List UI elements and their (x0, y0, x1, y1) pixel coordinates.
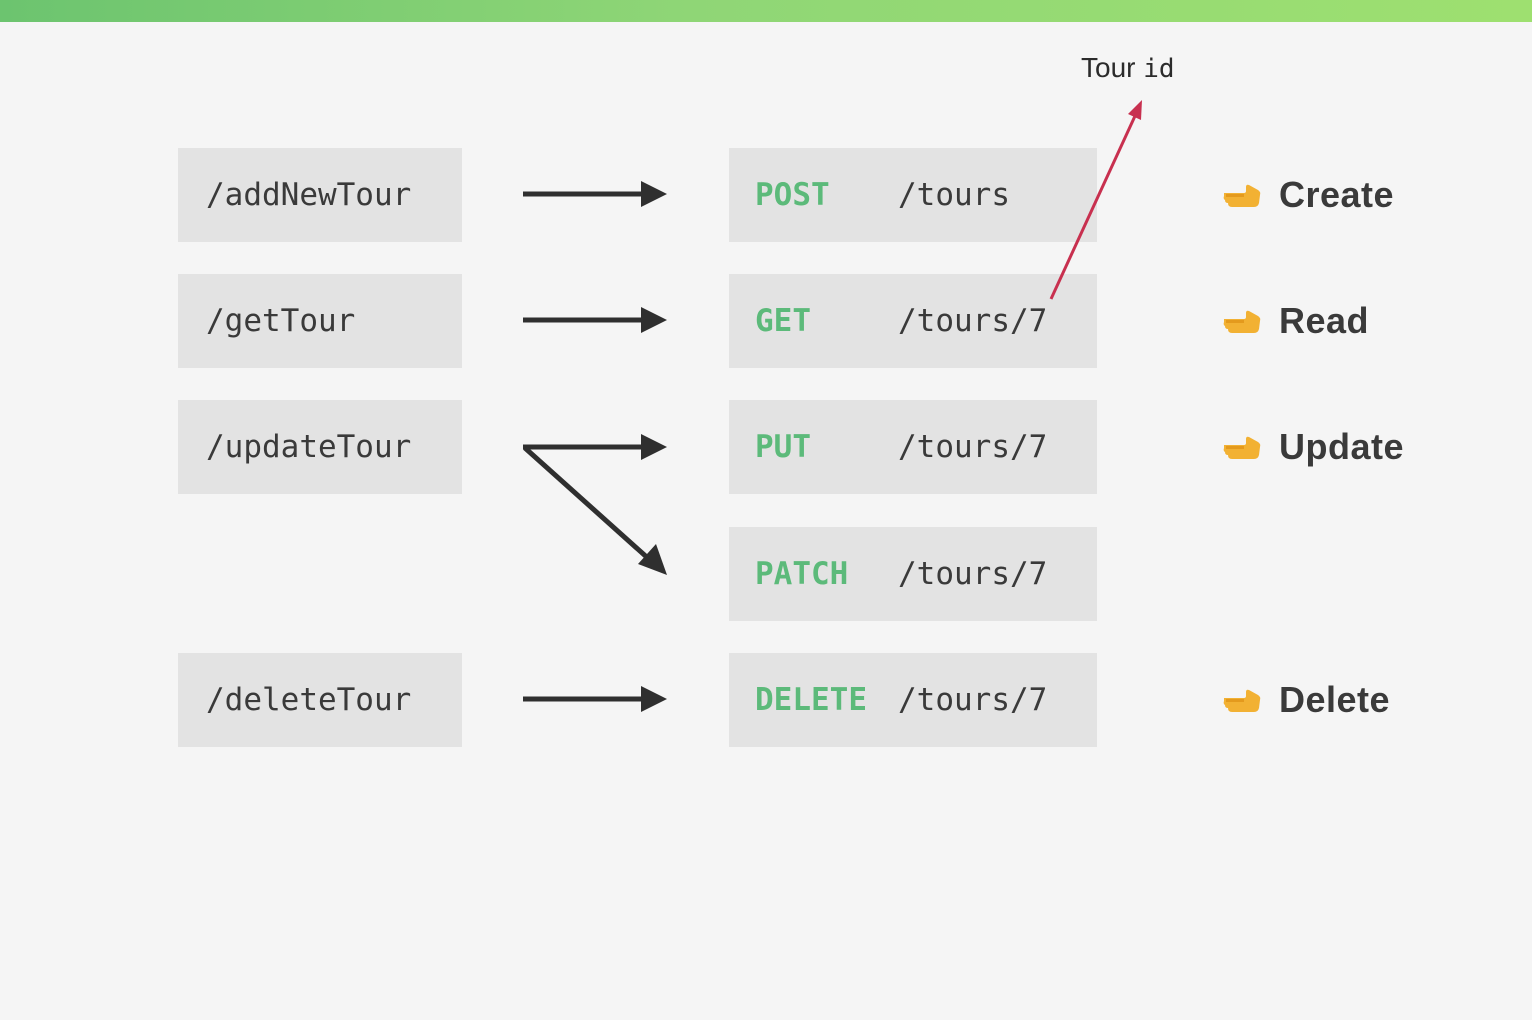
mapping-arrow (523, 434, 667, 460)
tour-id-annotation: Tour id (1081, 52, 1175, 84)
rest-endpoint-box: PUT /tours/7 (729, 400, 1097, 494)
mapping-arrow (523, 307, 667, 333)
old-endpoint-box: /getTour (178, 274, 462, 368)
pointing-hand-icon (1223, 689, 1261, 712)
crud-operation-label: Update (1279, 426, 1405, 467)
top-accent-bar (0, 0, 1532, 22)
route-path: /tours (898, 177, 1010, 213)
crud-operation: Update (1222, 422, 1404, 472)
tour-id-pointer-arrow (1049, 100, 1142, 300)
crud-operation-label: Read (1279, 300, 1370, 341)
http-method: DELETE (755, 682, 867, 718)
http-method: PUT (755, 429, 811, 465)
pointing-hand-icon (1223, 184, 1261, 207)
mapping-arrow-diagonal (523, 446, 667, 575)
rest-endpoint-box: GET /tours/7 (729, 274, 1097, 368)
crud-operation: Delete (1222, 675, 1390, 725)
crud-operation: Read (1222, 296, 1369, 346)
pointing-hand-icon (1223, 310, 1261, 333)
route-path: /tours/7 (898, 556, 1048, 592)
tour-id-code: id (1143, 54, 1175, 84)
pointing-hand-icon (1223, 436, 1261, 459)
http-method: GET (755, 303, 811, 339)
old-endpoint-label: /addNewTour (206, 177, 412, 213)
rest-endpoint-box: PATCH /tours/7 (729, 527, 1097, 621)
route-path: /tours/7 (898, 429, 1048, 465)
crud-operation: Create (1222, 170, 1394, 220)
rest-endpoint-box: POST /tours (729, 148, 1097, 242)
crud-operation-label: Create (1279, 174, 1395, 215)
route-path: /tours/7 (898, 682, 1048, 718)
tour-id-word: Tour (1081, 52, 1136, 83)
old-endpoint-label: /getTour (206, 303, 356, 339)
old-endpoint-box: /updateTour (178, 400, 462, 494)
mapping-arrow (523, 181, 667, 207)
http-method: PATCH (755, 556, 849, 592)
old-endpoint-label: /deleteTour (206, 682, 412, 718)
rest-endpoint-box: DELETE /tours/7 (729, 653, 1097, 747)
route-path: /tours/7 (898, 303, 1048, 339)
http-method: POST (755, 177, 830, 213)
mapping-arrow (523, 686, 667, 712)
old-endpoint-label: /updateTour (206, 429, 412, 465)
crud-operation-label: Delete (1279, 679, 1391, 720)
old-endpoint-box: /deleteTour (178, 653, 462, 747)
old-endpoint-box: /addNewTour (178, 148, 462, 242)
